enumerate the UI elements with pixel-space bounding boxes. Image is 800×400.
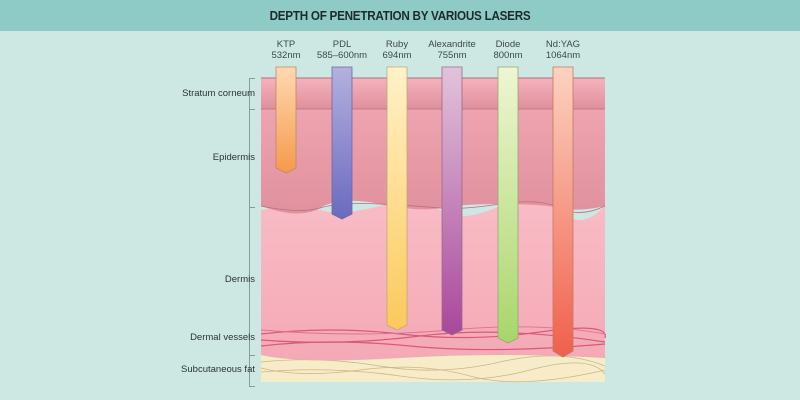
bracket-tick: [249, 109, 255, 110]
layer-bracket: [249, 78, 250, 386]
stratum-corneum-layer: [261, 78, 605, 109]
bracket-tick: [249, 207, 255, 208]
laser-beam-ktp: [275, 66, 297, 174]
layer-label-dermis: Dermis: [224, 274, 255, 285]
layer-label-epidermis: Epidermis: [212, 152, 255, 163]
laser-beam-ruby: [386, 66, 408, 331]
diagram-title: DEPTH OF PENETRATION BY VARIOUS LASERS: [269, 8, 531, 23]
bracket-tick: [249, 78, 255, 79]
layer-label-stratum-corneum: Stratum corneum: [182, 88, 255, 99]
laser-beam-diode: [497, 66, 519, 344]
laser-beam-ndyag: [552, 66, 574, 358]
dermis-layer: [261, 197, 605, 361]
bracket-tick: [249, 355, 255, 356]
laser-beam-alexandrite: [441, 66, 463, 336]
bracket-tick: [249, 386, 255, 387]
title-bar: [0, 0, 800, 31]
dermal-vessel: [260, 327, 606, 339]
layer-label-dermal-vessels: Dermal vessels: [190, 332, 255, 343]
laser-beam-pdl: [331, 66, 353, 220]
layer-label-subcutaneous-fat: Subcutaneous fat: [181, 364, 255, 375]
